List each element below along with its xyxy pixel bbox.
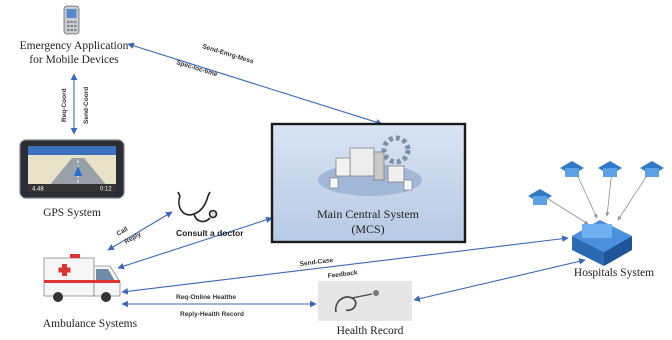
edge-label-req-coord: Req-Coord — [61, 88, 68, 122]
mcs-title-line1: Main Central System — [317, 207, 420, 221]
mobile-app-label-line2: for Mobile Devices — [29, 54, 119, 66]
gps-readout-distance: 4.48 — [32, 187, 44, 193]
health-record-icon — [318, 281, 412, 321]
gps-system-label: GPS System — [43, 207, 101, 219]
mcs-title-line2: (MCS) — [351, 222, 384, 236]
edge-label-send-coord: Send-Coord — [83, 87, 90, 124]
edge-label-feedback: Feedback — [327, 269, 358, 280]
gps-device-icon — [19, 139, 125, 199]
link-mobile-mcs — [127, 42, 383, 126]
ambulance-icon — [43, 254, 121, 302]
mobile-app-label-line1: Emergency Application — [20, 40, 129, 52]
edge-label-send-case: Send-Case — [299, 257, 334, 268]
health-record-label: Health Record — [337, 325, 404, 337]
link-ambulance-mcs — [117, 216, 273, 270]
edge-label-reply-health-record: Reply-Health Record — [180, 311, 244, 318]
edge-label-spec-loc-time: Spec-loc-time — [175, 59, 218, 78]
mobile-phone-icon — [63, 5, 80, 35]
edge-label-send-emrg-mess: Send-Emrg-Mess — [201, 43, 254, 65]
edge-label-req-online-healthe: Req-Online Healthe — [176, 294, 236, 301]
ambulance-systems-label: Ambulance Systems — [43, 318, 138, 330]
consult-doctor-label: Consult a doctor — [176, 228, 244, 238]
stethoscope-icon — [177, 191, 218, 223]
hospital-cluster-links — [544, 169, 649, 225]
hospital-small-icon — [528, 161, 664, 205]
gps-readout-time: 0:12 — [100, 187, 112, 193]
link-ambulance-hospitals — [121, 235, 569, 295]
link-health-hospitals — [413, 258, 586, 302]
server-cluster-icon — [318, 135, 422, 196]
hospitals-system-label: Hospitals System — [574, 267, 654, 279]
edge-label-call: Call — [116, 226, 130, 238]
hospital-main-icon — [572, 220, 632, 266]
